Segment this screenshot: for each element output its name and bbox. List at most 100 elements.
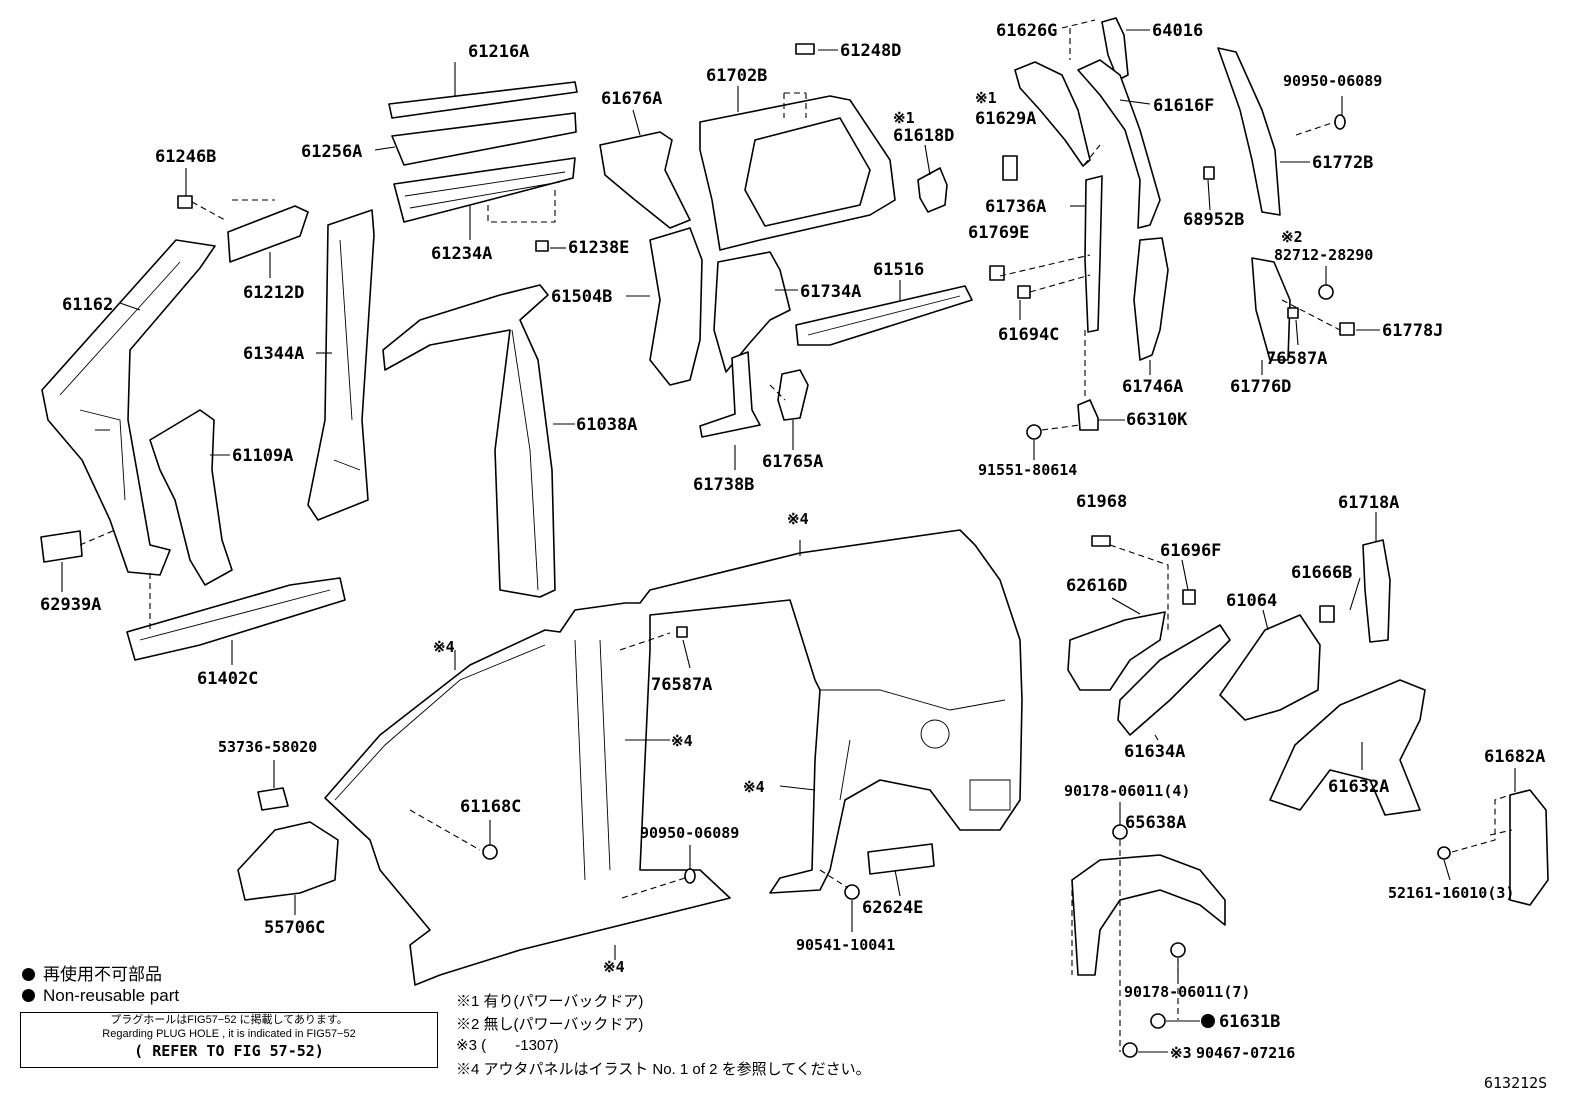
label-61746A[interactable]: 61746A — [1122, 377, 1183, 397]
label-76587A-lower[interactable]: 76587A — [651, 675, 712, 695]
part-90467-07216 — [1122, 1042, 1138, 1058]
note-refer-link[interactable]: ( REFER TO FIG 57-52) — [134, 1042, 324, 1060]
label-91551-80614[interactable]: 91551-80614 — [978, 461, 1077, 479]
label-53736-58020[interactable]: 53736-58020 — [218, 738, 317, 756]
marker-m1-61629A: ※1 — [975, 89, 997, 107]
remark-1: ※1 有り(パワーバックドア) — [456, 993, 644, 1010]
marker-m1-61618D: ※1 — [893, 109, 915, 127]
label-61718A[interactable]: 61718A — [1338, 493, 1399, 513]
label-61702B[interactable]: 61702B — [706, 66, 767, 86]
label-90178-06011-7[interactable]: 90178-06011(7) — [1124, 983, 1250, 1001]
part-91551-80614 — [1026, 424, 1042, 440]
label-62624E[interactable]: 62624E — [862, 898, 923, 918]
label-61765A[interactable]: 61765A — [762, 452, 823, 472]
part-62616D — [1067, 611, 1166, 691]
label-61666B[interactable]: 61666B — [1291, 563, 1352, 583]
label-61634A[interactable]: 61634A — [1124, 742, 1185, 762]
note-line-jp: プラグホールはFIG57−52 に掲載してあります。 — [110, 1014, 348, 1026]
label-61968[interactable]: 61968 — [1076, 492, 1127, 512]
label-52161-16010-3[interactable]: 52161-16010(3) — [1388, 884, 1514, 902]
label-61212D[interactable]: 61212D — [243, 283, 304, 303]
label-61256A[interactable]: 61256A — [301, 142, 362, 162]
label-61772B[interactable]: 61772B — [1312, 153, 1373, 173]
label-61504B[interactable]: 61504B — [551, 287, 612, 307]
marker-m4-rocker: ※4 — [603, 958, 625, 976]
label-62939A[interactable]: 62939A — [40, 595, 101, 615]
remark-3: ※3 ( -1307) — [456, 1037, 559, 1054]
label-61168C[interactable]: 61168C — [460, 797, 521, 817]
legend-jp-text: 再使用不可部品 — [43, 965, 162, 984]
marker-m3: ※3 — [1170, 1044, 1192, 1062]
part-61162 — [41, 239, 216, 576]
label-61162[interactable]: 61162 — [62, 295, 113, 315]
marker-m4-roof: ※4 — [787, 510, 809, 528]
label-64016[interactable]: 64016 — [1152, 21, 1203, 41]
legend-jp: 再使用不可部品 — [22, 960, 162, 985]
label-65638A[interactable]: 65638A — [1125, 813, 1186, 833]
label-61629A[interactable]: 61629A — [975, 109, 1036, 129]
label-61238E[interactable]: 61238E — [568, 238, 629, 258]
label-62616D[interactable]: 62616D — [1066, 576, 1127, 596]
part-61765A — [777, 369, 809, 421]
label-61734A[interactable]: 61734A — [800, 282, 861, 302]
part-65638A — [1071, 854, 1226, 976]
part-61212D — [227, 205, 309, 263]
label-61616F[interactable]: 61616F — [1153, 96, 1214, 116]
label-61246B[interactable]: 61246B — [155, 147, 216, 167]
remark-2: ※2 無し(パワーバックドア) — [456, 1016, 644, 1033]
label-90950-06089-lower[interactable]: 90950-06089 — [640, 824, 739, 842]
label-61682A[interactable]: 61682A — [1484, 747, 1545, 767]
part-61702B-window — [744, 117, 871, 227]
part-90950-06089-lower — [684, 868, 696, 884]
label-66310K[interactable]: 66310K — [1126, 410, 1188, 430]
label-90178-06011-4[interactable]: 90178-06011(4) — [1064, 782, 1190, 800]
label-61038A[interactable]: 61038A — [576, 415, 637, 435]
part-61676A — [599, 131, 691, 229]
label-61676A[interactable]: 61676A — [601, 89, 662, 109]
part-61736A — [1084, 175, 1103, 333]
part-shapes — [40, 17, 1549, 1058]
label-61109A[interactable]: 61109A — [232, 446, 293, 466]
label-61769E[interactable]: 61769E — [968, 223, 1029, 243]
label-61618D[interactable]: 61618D — [893, 126, 954, 146]
plug-hole-note: プラグホールはFIG57−52 に掲載してあります。 Regarding PLU… — [20, 1012, 438, 1068]
label-61344A[interactable]: 61344A — [243, 344, 304, 364]
label-61631B[interactable]: 61631B — [1219, 1012, 1280, 1032]
part-53736-58020 — [257, 787, 289, 811]
label-61736A[interactable]: 61736A — [985, 197, 1046, 217]
part-61248D — [795, 43, 815, 55]
label-68952B[interactable]: 68952B — [1183, 210, 1244, 230]
label-90467-07216[interactable]: 90467-07216 — [1196, 1044, 1295, 1062]
part-61246B — [177, 195, 193, 209]
part-61038A — [382, 284, 556, 598]
label-76587A-upper[interactable]: 76587A — [1266, 349, 1327, 369]
label-90541-10041[interactable]: 90541-10041 — [796, 936, 895, 954]
part-number-labels: 61216A 61256A 61234A 61238E 61246B 61212… — [40, 21, 1545, 1062]
marker-m4-b-pillar: ※4 — [671, 732, 693, 750]
label-61696F[interactable]: 61696F — [1160, 541, 1221, 561]
label-61234A[interactable]: 61234A — [431, 244, 492, 264]
leader-lines — [61, 19, 1516, 1053]
part-61238E — [535, 240, 549, 252]
part-61718A — [1362, 539, 1391, 643]
label-61776D[interactable]: 61776D — [1230, 377, 1291, 397]
label-61064[interactable]: 61064 — [1226, 591, 1277, 611]
label-61216A[interactable]: 61216A — [468, 42, 529, 62]
part-62624E — [867, 843, 935, 875]
label-61694C[interactable]: 61694C — [998, 325, 1059, 345]
part-61778J — [1339, 322, 1355, 336]
label-61402C[interactable]: 61402C — [197, 669, 258, 689]
part-66310K — [1077, 399, 1099, 431]
label-61738B[interactable]: 61738B — [693, 475, 754, 495]
label-55706C[interactable]: 55706C — [264, 918, 325, 938]
label-61632A[interactable]: 61632A — [1328, 777, 1389, 797]
label-61248D[interactable]: 61248D — [840, 41, 901, 61]
part-90541-10041 — [844, 884, 860, 900]
remark-4: ※4 アウタパネルはイラスト No. 1 of 2 を参照してください。 — [456, 1061, 871, 1078]
label-82712-28290[interactable]: 82712-28290 — [1274, 246, 1373, 264]
label-90950-06089-upper[interactable]: 90950-06089 — [1283, 72, 1382, 90]
label-61626G[interactable]: 61626G — [996, 21, 1057, 41]
label-61778J[interactable]: 61778J — [1382, 321, 1443, 341]
label-61516[interactable]: 61516 — [873, 260, 924, 280]
